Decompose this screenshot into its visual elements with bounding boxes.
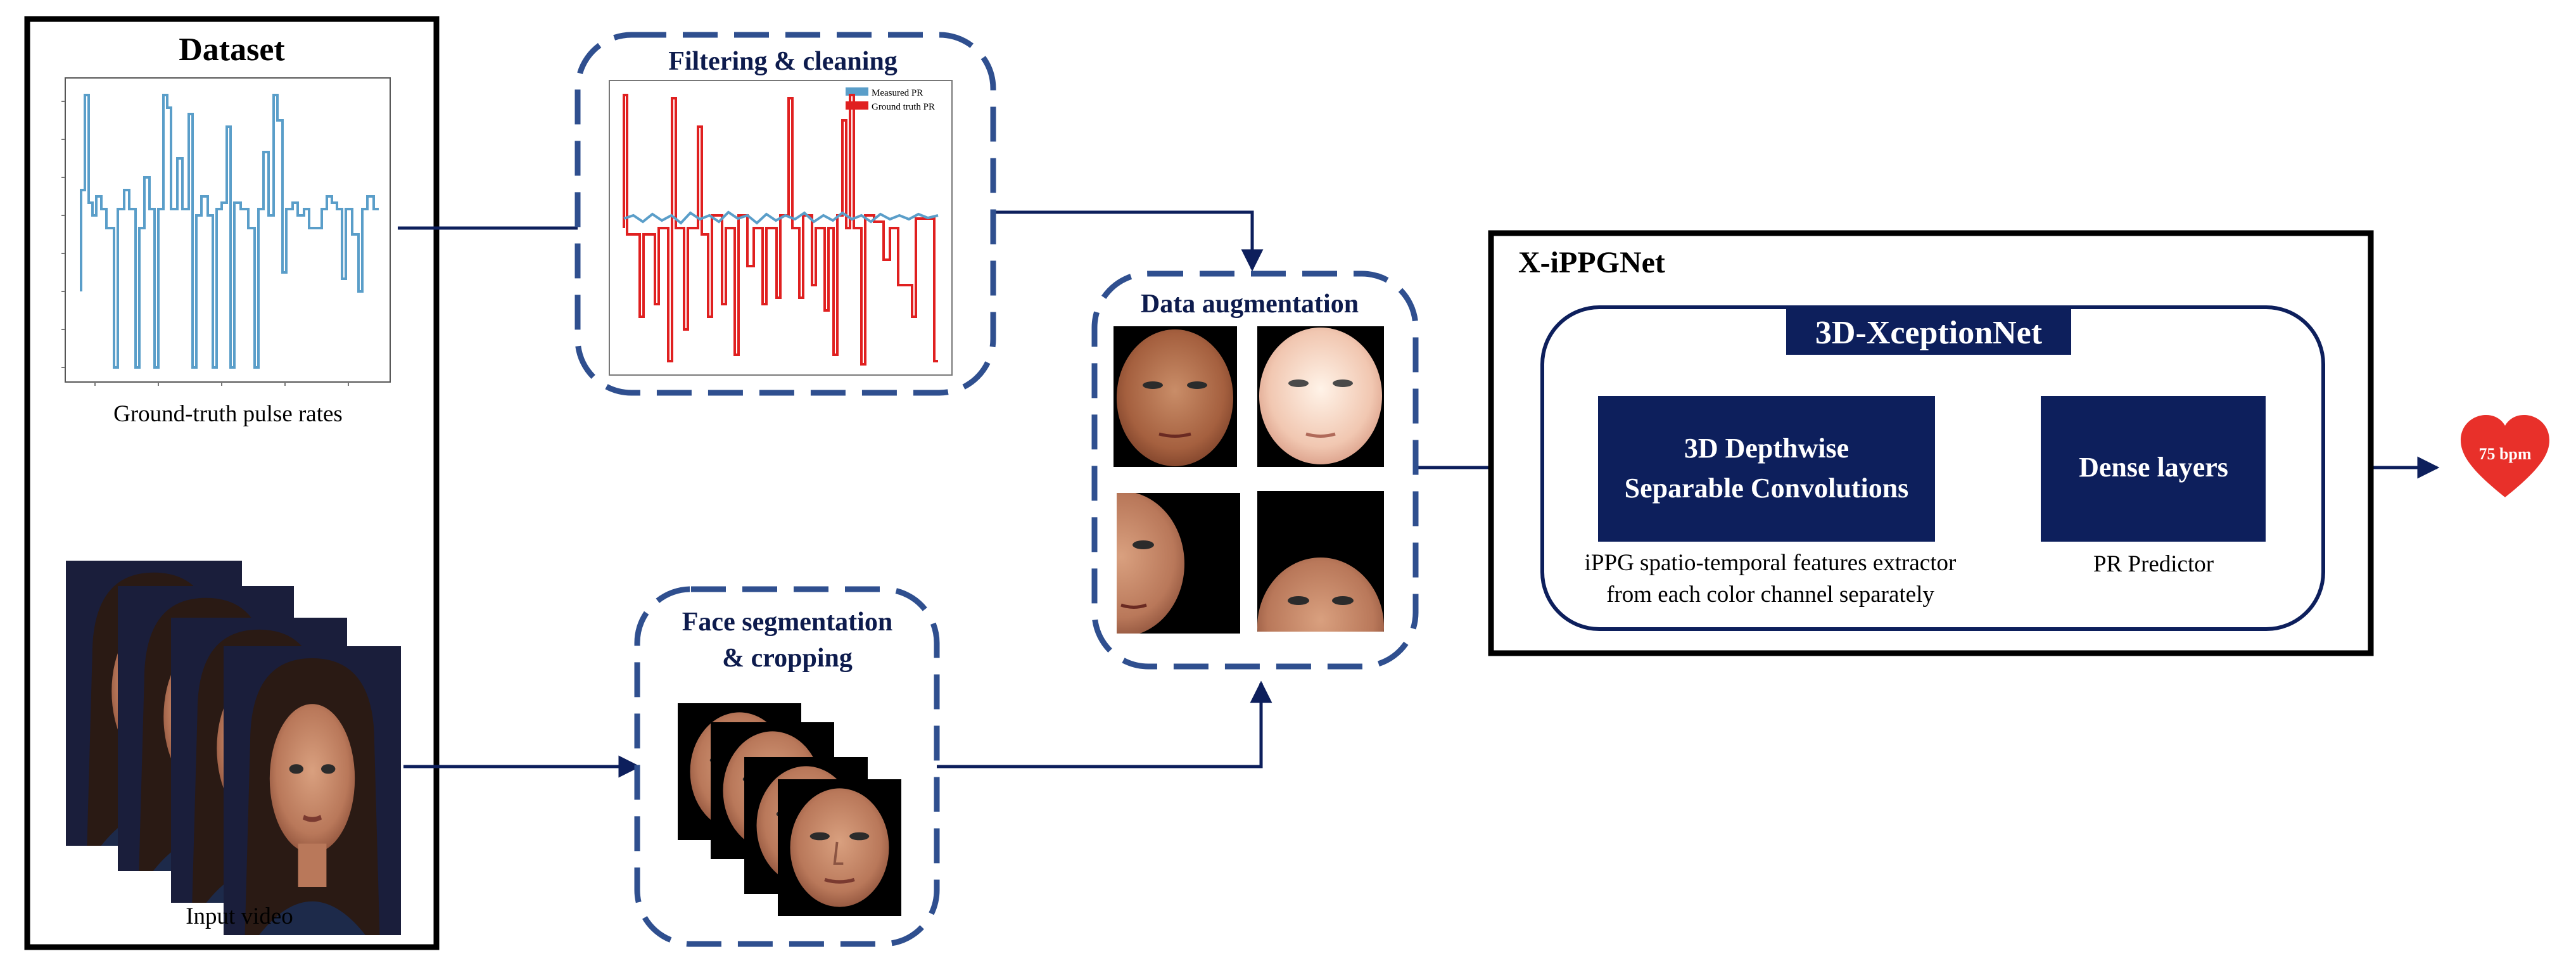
depthwise-conv-label-line2: Separable Convolutions [1625,473,1909,504]
dense-layers-block [2041,396,2266,542]
dense-layers-label: Dense layers [2079,452,2228,483]
aug-sample-bright [1257,326,1384,467]
filtering-title: Filtering & cleaning [668,47,898,76]
augmented-samples [1114,326,1384,634]
depthwise-conv-label-line1: 3D Depthwise [1684,433,1849,464]
aug-sample-shifted-down [1257,491,1384,632]
seg-frame-4 [778,779,901,916]
pulse-series-line [80,94,379,369]
output-bpm-label: 75 bpm [2478,445,2531,463]
aug-sample-shifted-left [1117,493,1240,634]
legend-measured: Measured PR [872,88,923,98]
video-caption: Input video [186,903,293,929]
pulse-chart-ticks [61,101,349,386]
arrow-filtering-to-augmentation [993,210,1264,272]
dataset-panel [24,16,440,950]
xceptionnet-title-bg [1786,308,2071,355]
measured-series-line [623,210,939,225]
xceptionnet-title: 3D-XceptionNet [1815,315,2043,351]
legend-ground-truth: Ground truth PR [872,102,935,112]
dense-layers-caption: PR Predictor [2093,551,2214,577]
legend-swatch-measured [846,87,868,96]
pulse-caption: Ground-truth pulse rates [113,401,343,427]
segmentation-title-line2: & cropping [722,644,853,673]
heart-icon [2461,415,2549,497]
aug-sample-normal [1114,326,1237,467]
augmentation-title: Data augmentation [1141,290,1359,319]
ground-truth-series-line [623,94,938,366]
input-video-frames [66,561,401,935]
dataset-title: Dataset [179,32,285,68]
depthwise-conv-caption-line2: from each color channel separately [1606,582,1934,608]
segmentation-title-line1: Face segmentation [682,608,892,637]
arrow-segmentation-to-augmentation [937,680,1272,768]
depthwise-conv-caption-line1: iPPG spatio-temporal features extractor [1585,550,1957,576]
model-title: X-iPPGNet [1518,246,1665,279]
depthwise-conv-block [1598,396,1935,542]
video-frame-4 [224,646,401,935]
